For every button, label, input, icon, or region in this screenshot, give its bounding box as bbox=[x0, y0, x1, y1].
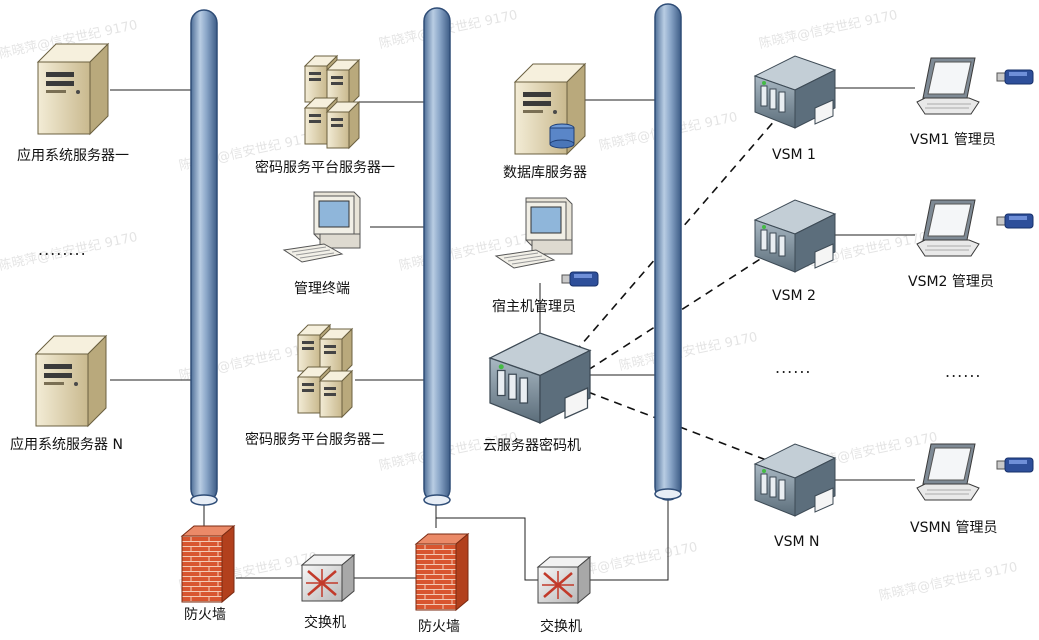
admin-ellipsis: ...... bbox=[945, 362, 982, 381]
vsm1-admin-laptop-icon bbox=[916, 57, 980, 115]
app-server-1-label: 应用系统服务器一 bbox=[17, 147, 129, 164]
watermark: 陈晓萍@信安世纪 9170 bbox=[758, 7, 899, 52]
vsm1-admin-label: VSM1 管理员 bbox=[910, 132, 996, 148]
crypto-server-1-icon bbox=[305, 56, 359, 148]
database-server-label: 数据库服务器 bbox=[503, 165, 587, 181]
host-admin-workstation-icon bbox=[495, 197, 573, 269]
network-bus-1 bbox=[190, 9, 218, 506]
host-admin-label: 宿主机管理员 bbox=[492, 298, 576, 315]
vsmn-admin-label: VSMN 管理员 bbox=[910, 520, 997, 536]
switch-1-label: 交换机 bbox=[304, 614, 346, 631]
vsm-1-icon bbox=[754, 55, 836, 129]
app-server-n-label: 应用系统服务器 N bbox=[10, 436, 123, 453]
vsm-ellipsis: ...... bbox=[775, 358, 812, 377]
vsm-2-label: VSM 2 bbox=[772, 288, 816, 304]
firewall-1-label: 防火墙 bbox=[184, 607, 226, 623]
vsm-n-label: VSM N bbox=[774, 534, 819, 550]
management-terminal-label: 管理终端 bbox=[294, 281, 350, 297]
network-bus-2 bbox=[423, 7, 451, 506]
watermark: 陈晓萍@信安世纪 9170 bbox=[618, 329, 759, 374]
vsm-n-icon bbox=[754, 443, 836, 517]
usb-key-icon bbox=[996, 69, 1034, 85]
management-terminal-icon bbox=[283, 191, 361, 263]
firewall-2-icon bbox=[415, 533, 469, 611]
usb-key-icon bbox=[561, 271, 599, 287]
usb-key-icon bbox=[996, 213, 1034, 229]
vsmn-admin-laptop-icon bbox=[916, 443, 980, 501]
switch-2-icon bbox=[536, 555, 592, 605]
vsm-1-label: VSM 1 bbox=[772, 147, 816, 163]
app-servers-ellipsis: ........ bbox=[38, 240, 87, 259]
connections bbox=[110, 87, 915, 581]
watermark: 陈晓萍@信安世纪 9170 bbox=[878, 559, 1019, 604]
crypto-server-2-label: 密码服务平台服务器二 bbox=[245, 431, 385, 448]
app-server-n-icon bbox=[35, 335, 107, 427]
crypto-server-1-label: 密码服务平台服务器一 bbox=[255, 159, 395, 176]
network-bus-3 bbox=[654, 3, 682, 501]
vsm-2-icon bbox=[754, 199, 836, 273]
switch-2-label: 交换机 bbox=[540, 618, 582, 635]
app-server-1-icon bbox=[37, 43, 109, 135]
database-server-icon bbox=[514, 63, 586, 155]
crypto-server-2-icon bbox=[298, 325, 352, 417]
vsm2-admin-label: VSM2 管理员 bbox=[908, 274, 994, 290]
cloud-hsm-label: 云服务器密码机 bbox=[483, 437, 581, 454]
switch-1-icon bbox=[300, 553, 356, 603]
usb-key-icon bbox=[996, 457, 1034, 473]
cloud-hsm-icon bbox=[489, 332, 591, 424]
firewall-2-label: 防火墙 bbox=[418, 619, 460, 635]
firewall-1-icon bbox=[181, 525, 235, 603]
vsm2-admin-laptop-icon bbox=[916, 199, 980, 257]
